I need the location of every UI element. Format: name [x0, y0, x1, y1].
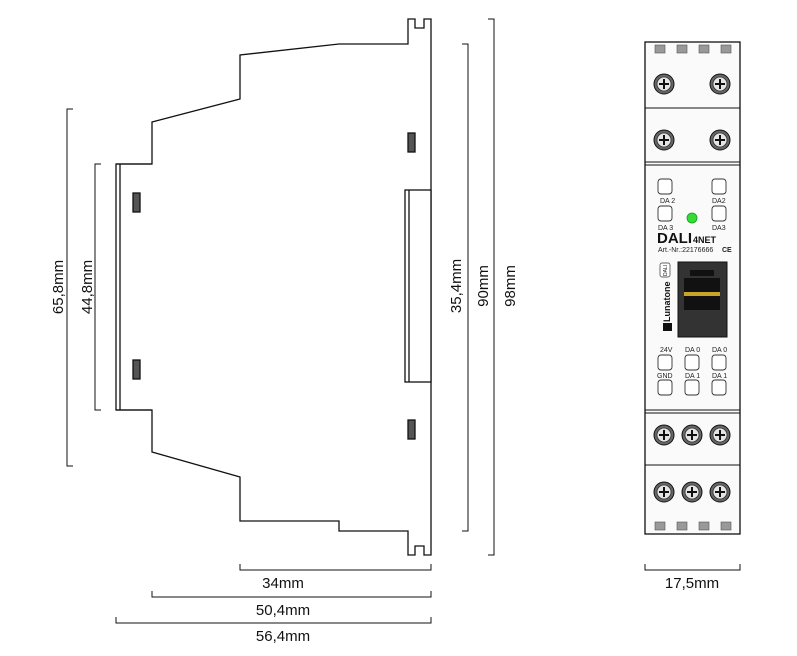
screw-terminal-icon	[653, 129, 675, 151]
vent	[654, 521, 666, 531]
label-da1-a: DA 1	[685, 373, 700, 380]
dim-line-56-4	[115, 617, 432, 624]
dim-line-90	[462, 43, 469, 532]
screw-terminal-icon	[653, 481, 675, 503]
section-dividers	[645, 107, 740, 466]
bottom-vents	[654, 521, 732, 531]
bottom-terminals	[653, 424, 731, 503]
da1-b-button[interactable]	[711, 379, 727, 396]
front-view: DA 2 DA2 DA 3 DA3 DALI 4NET Art.-Nr.:221…	[644, 41, 741, 535]
dim-label-50-4: 50,4mm	[256, 602, 310, 619]
label-da0-b: DA 0	[712, 347, 727, 354]
vent	[720, 44, 732, 54]
status-led-icon	[686, 212, 698, 224]
left-dimensions	[66, 108, 101, 467]
gnd-terminal-button[interactable]	[657, 379, 673, 396]
vent	[676, 44, 688, 54]
vent	[698, 44, 710, 54]
da2-right-button[interactable]	[711, 178, 727, 195]
screw-terminal-icon	[709, 424, 731, 446]
vent	[698, 521, 710, 531]
dim-label-35-4: 35,4mm	[448, 259, 465, 313]
top-vents	[654, 44, 732, 54]
latch-slot	[132, 359, 141, 380]
dim-line-50-4	[151, 591, 432, 598]
screw-terminal-icon	[653, 424, 675, 446]
latch-slot	[407, 132, 416, 153]
bottom-dimensions	[115, 564, 741, 624]
dim-label-17-5: 17,5mm	[665, 575, 719, 592]
side-view	[115, 18, 432, 556]
dim-line-65-8	[66, 108, 73, 467]
da0-a-button[interactable]	[684, 354, 700, 371]
label-da3-left: DA 3	[658, 225, 673, 232]
label-da1-b: DA 1	[712, 373, 727, 380]
label-24v: 24V	[660, 347, 673, 354]
dali-logo-badge	[659, 262, 671, 278]
da3-right-button[interactable]	[711, 205, 727, 222]
24v-terminal-button[interactable]	[657, 354, 673, 371]
label-da3-right: DA3	[712, 225, 726, 232]
right-dimensions	[462, 18, 495, 556]
dim-label-44-8: 44,8mm	[79, 260, 96, 314]
ce-mark: CE	[722, 247, 732, 254]
dim-label-65-8: 65,8mm	[50, 260, 67, 314]
upper-buttons	[657, 178, 727, 222]
dim-label-98: 98mm	[502, 265, 519, 307]
label-da0-a: DA 0	[685, 347, 700, 354]
label-da2-right: DA2	[712, 198, 726, 205]
side-housing-outline	[115, 18, 432, 556]
brand-logo-icon	[663, 323, 672, 331]
article-number: Art.-Nr.:22176666	[658, 247, 713, 254]
da3-left-button[interactable]	[657, 205, 673, 222]
da0-b-button[interactable]	[711, 354, 727, 371]
dim-label-34: 34mm	[262, 575, 304, 592]
lower-buttons	[657, 354, 727, 396]
da2-left-button[interactable]	[657, 178, 673, 195]
screw-terminal-icon	[681, 481, 703, 503]
product-suffix: 4NET	[693, 235, 717, 245]
dim-label-56-4: 56,4mm	[256, 628, 310, 645]
vent	[676, 521, 688, 531]
brand-name: Lunatone	[662, 282, 672, 323]
vent	[720, 521, 732, 531]
latch-slot	[407, 419, 416, 440]
dim-line-17-5	[644, 564, 741, 571]
screw-terminal-icon	[653, 73, 675, 95]
screw-terminal-icon	[709, 481, 731, 503]
ethernet-port-icon	[677, 261, 728, 338]
screw-terminal-icon	[709, 73, 731, 95]
da1-a-button[interactable]	[684, 379, 700, 396]
dim-label-90: 90mm	[475, 265, 492, 307]
screw-terminal-icon	[681, 424, 703, 446]
label-da2-left: DA 2	[660, 198, 675, 205]
product-name: DALI	[657, 230, 692, 247]
dim-line-98	[488, 18, 495, 556]
dali-logo-text: DALI	[663, 265, 669, 276]
dim-line-34	[239, 564, 432, 571]
vent	[654, 44, 666, 54]
top-terminals	[653, 73, 731, 151]
screw-terminal-icon	[709, 129, 731, 151]
dim-line-44-8	[94, 163, 101, 411]
label-gnd: GND	[657, 373, 673, 380]
latch-slot	[132, 192, 141, 213]
